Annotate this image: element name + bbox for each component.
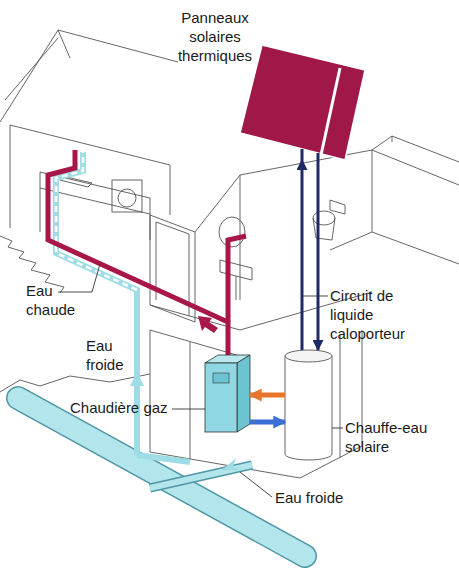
- tank-top: [285, 350, 332, 362]
- leader-line: [58, 264, 100, 292]
- leader-lines: [58, 264, 343, 497]
- bathroom-wall: [195, 150, 459, 300]
- component-label: Chauffe-eau solaire: [345, 418, 450, 456]
- tank-body: [285, 356, 332, 460]
- washing-machine: [112, 180, 142, 212]
- leader-line: [332, 428, 343, 429]
- pipe-stub: [302, 149, 318, 160]
- gas-boiler: Chaudière gaz: [205, 355, 250, 432]
- pipe-label: Eau froide: [275, 488, 385, 507]
- boiler-front: [205, 363, 237, 432]
- cold-water-pipe-dash: [56, 152, 137, 290]
- kitchen-wall: [10, 125, 170, 228]
- collector-stripe: [321, 68, 340, 155]
- hot-water-pipe: [48, 150, 228, 355]
- cold-water-arrow: [130, 372, 144, 386]
- cold-water-arrow: [222, 458, 242, 470]
- circuit-label: Circuit de liquide caloporteur: [330, 286, 430, 343]
- hot-water-arrow: [198, 316, 218, 333]
- pipe-label: Eau chaude: [26, 281, 88, 319]
- leader-line: [240, 472, 272, 497]
- heat-transfer-pipe: [301, 160, 304, 350]
- toilet-bowl: [313, 200, 345, 240]
- house-outline: [0, 30, 459, 478]
- component-label: Chaudière gaz: [70, 398, 200, 417]
- solar-collector: [240, 45, 365, 160]
- heat-transfer-pipe: [317, 160, 320, 350]
- water-main-pipe: [18, 398, 305, 556]
- washbasin: [220, 260, 252, 300]
- water-main-pipe: [18, 398, 305, 556]
- component-label: Panneaux solaires thermiques: [165, 8, 265, 65]
- hot-water-pipe: [228, 236, 246, 322]
- solar-water-tank-shape: [285, 350, 332, 462]
- toilet-seat: [313, 211, 335, 225]
- water-pipe: [250, 420, 285, 425]
- boiler-panel: [213, 373, 229, 383]
- leader-line: [303, 296, 328, 297]
- gas-boiler-shape: [205, 355, 250, 432]
- water-pipe: [250, 393, 285, 398]
- basement-wall: [190, 335, 340, 460]
- washing-machine-door: [118, 189, 136, 207]
- pipe-label: Eau froide: [86, 336, 136, 374]
- cold-water-pipe: [137, 455, 190, 462]
- solar-panel: Panneaux solaires thermiques: [240, 45, 365, 160]
- roof-line: [372, 136, 459, 185]
- mirror: [219, 217, 245, 247]
- boiler-side: [237, 355, 250, 432]
- solar-panel-shape: [240, 45, 365, 160]
- roof-line: [0, 30, 178, 122]
- solar-water-tank: Chauffe-eau solaire: [285, 350, 332, 462]
